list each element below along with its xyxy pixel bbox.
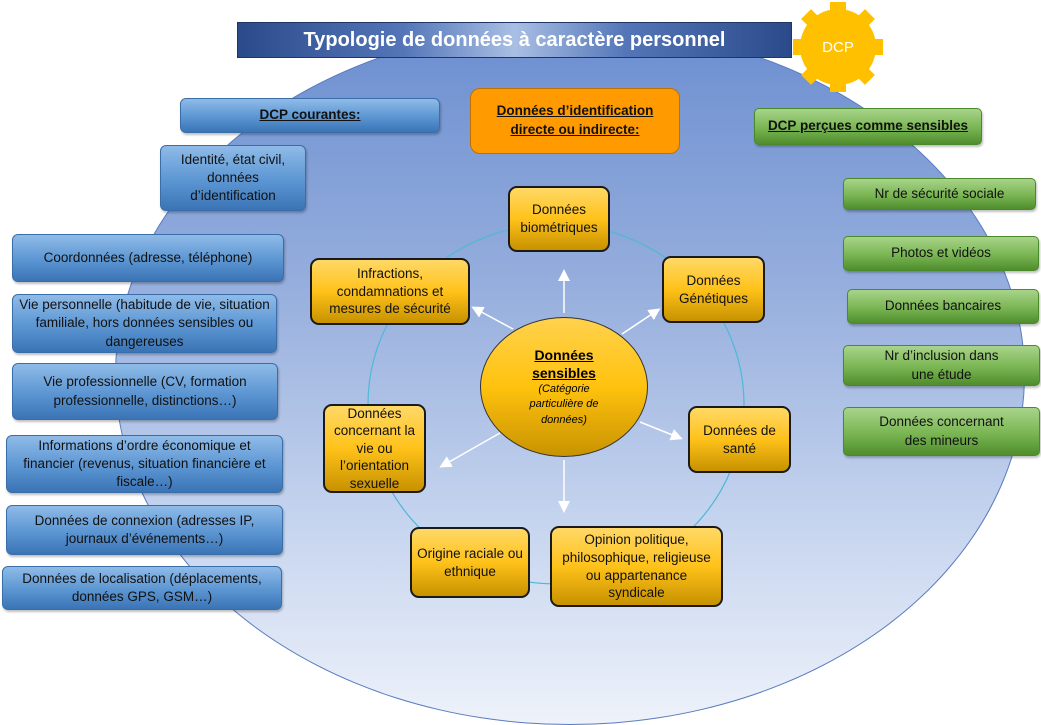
left-item: Informations d’ordre économique et finan…	[6, 435, 283, 493]
right-item: Photos et vidéos	[843, 236, 1039, 271]
arrow-right	[639, 421, 683, 441]
right-item: Nr d’inclusion dans une étude	[843, 345, 1040, 386]
sensitive-item: Infractions, condamnations et mesures de…	[310, 258, 470, 325]
center-title: Données sensibles	[532, 346, 596, 381]
sensitive-data-center: Données sensibles (Catégorie particulièr…	[480, 317, 648, 457]
right-header: DCP perçues comme sensibles	[754, 108, 982, 145]
center-subtitle: (Catégorie particulière de données)	[529, 383, 599, 426]
right-item: Données bancaires	[847, 289, 1039, 324]
arrow-upper-right	[621, 308, 661, 335]
left-header: DCP courantes:	[180, 98, 440, 133]
left-item: Identité, état civil, données d’identifi…	[160, 145, 306, 211]
left-item: Données de localisation (déplacements, d…	[2, 566, 282, 610]
middle-header: Données d’identification directe ou indi…	[470, 88, 680, 154]
right-item: Données concernant des mineurs	[843, 407, 1040, 456]
arrows	[439, 269, 683, 513]
sensitive-item: Données de santé	[688, 406, 791, 473]
sensitive-item: Origine raciale ou ethnique	[410, 527, 530, 598]
sensitive-item: Données concernant la vie ou l’orientati…	[323, 404, 426, 493]
page-title: Typologie de données à caractère personn…	[237, 22, 792, 58]
arrow-upper-left	[471, 306, 514, 330]
sensitive-item: Données biométriques	[508, 186, 610, 252]
left-item: Données de connexion (adresses IP, journ…	[6, 505, 283, 555]
left-item: Coordonnées (adresse, téléphone)	[12, 234, 284, 282]
sensitive-item: Données Génétiques	[662, 256, 765, 323]
sensitive-item: Opinion politique, philosophique, religi…	[550, 526, 723, 607]
left-item: Vie professionnelle (CV, formation profe…	[12, 363, 278, 420]
right-item: Nr de sécurité sociale	[843, 178, 1036, 210]
arrow-lower-left	[439, 432, 501, 468]
dcp-badge: DCP	[822, 38, 854, 56]
left-item: Vie personnelle (habitude de vie, situat…	[12, 294, 277, 353]
